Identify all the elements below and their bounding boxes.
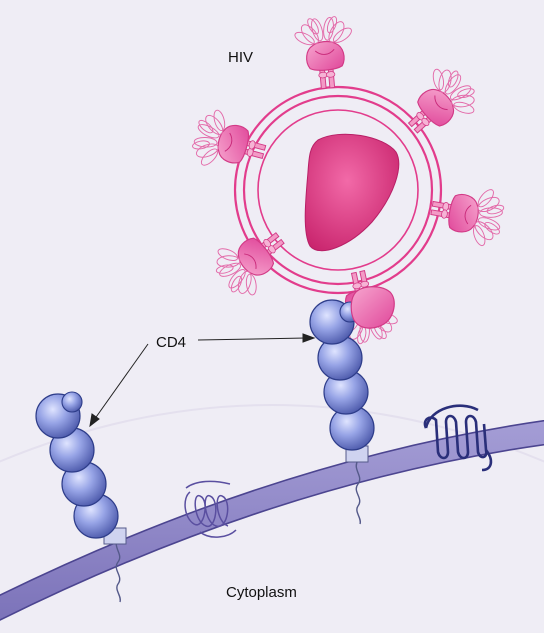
hiv-virion <box>185 12 509 350</box>
cell-membrane <box>0 419 544 621</box>
cd4-right-stalk <box>355 459 362 525</box>
transmembrane-protein-middle <box>184 480 237 538</box>
cd4-arrowhead-left <box>89 413 100 428</box>
cd4-pointer-right <box>197 337 307 341</box>
label-hiv: HIV <box>228 49 253 66</box>
cd4-receptor-left <box>35 391 127 603</box>
membrane-bilayer <box>0 419 544 621</box>
cd4-pointer-lines <box>89 333 316 428</box>
cd4-receptor-right <box>309 299 375 525</box>
viral-capsid-core <box>304 133 400 252</box>
cd4-left-binding-site <box>61 391 83 413</box>
cd4-left-stalk <box>115 537 122 603</box>
cd4-pointer-left <box>93 343 149 421</box>
viral-envelope-outer <box>233 85 443 295</box>
cd4-arrowhead-right <box>302 333 316 343</box>
transmembrane-protein-right <box>423 404 493 472</box>
viral-matrix <box>257 109 419 271</box>
label-cytoplasm: Cytoplasm <box>226 584 297 601</box>
viral-envelope-inner <box>242 94 434 286</box>
label-cd4: CD4 <box>156 334 186 351</box>
gp120-bound-head <box>350 286 395 329</box>
